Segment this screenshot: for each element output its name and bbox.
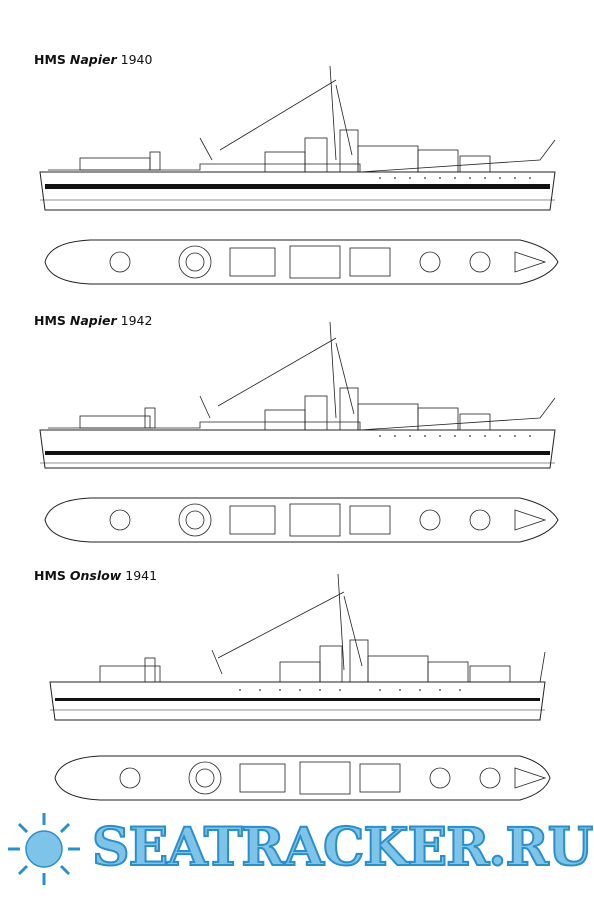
napier-1942-side-profile	[39, 321, 556, 469]
title-ship-name: Napier	[69, 313, 117, 328]
napier-1940-side-profile	[39, 65, 556, 211]
napier-1940-deck-plan	[44, 239, 559, 285]
section-title-napier-1942: HMS Napier 1942	[34, 313, 152, 328]
seatracker-logo	[8, 813, 80, 885]
title-ship-name: Onslow	[69, 568, 122, 583]
onslow-1941-deck-plan	[54, 755, 551, 801]
title-year: 1941	[125, 568, 158, 583]
title-prefix: HMS	[34, 52, 66, 67]
napier-1942-deck-plan	[44, 497, 559, 543]
watermark-text: SEATRACKER.RU	[91, 817, 594, 878]
onslow-1941-side-profile	[49, 573, 546, 721]
sun-burst-icon	[8, 813, 80, 885]
title-prefix: HMS	[34, 313, 66, 328]
title-ship-name: Napier	[69, 52, 117, 67]
title-year: 1942	[120, 313, 153, 328]
title-year: 1940	[120, 52, 153, 67]
title-prefix: HMS	[34, 568, 66, 583]
section-title-onslow-1941: HMS Onslow 1941	[34, 568, 157, 583]
section-title-napier-1940: HMS Napier 1940	[34, 52, 152, 67]
